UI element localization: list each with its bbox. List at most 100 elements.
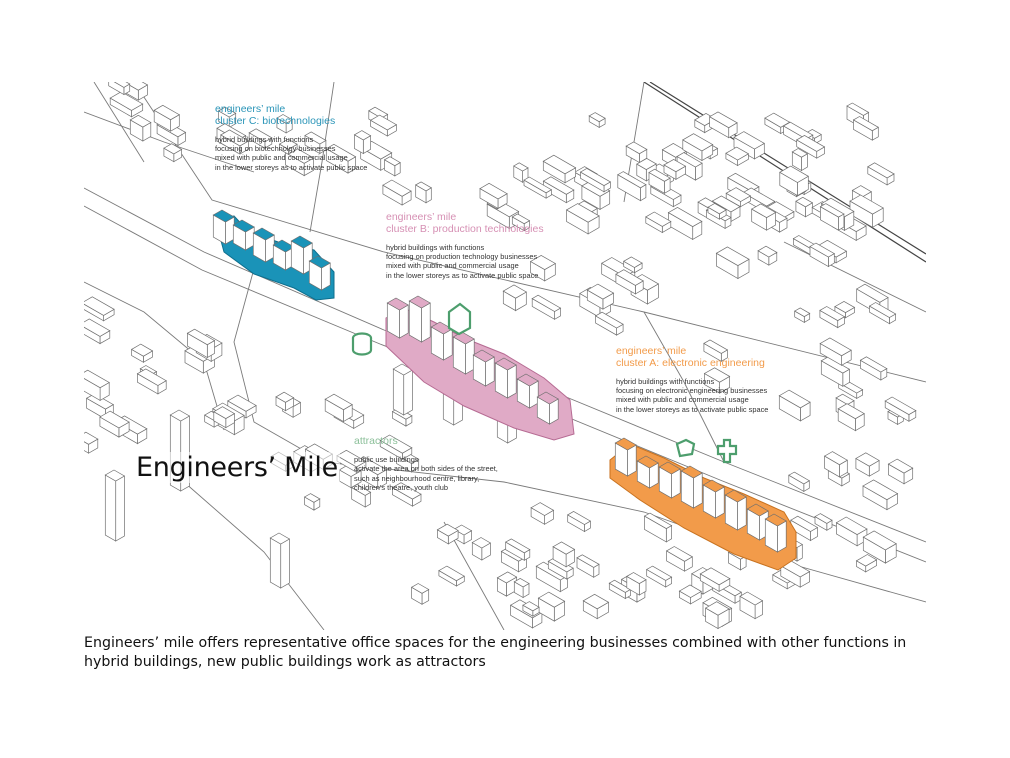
cluster-a-desc-line: focusing on electronic engineering busin… <box>616 385 768 395</box>
tower-roof <box>104 469 126 482</box>
context-block-roof <box>496 571 518 584</box>
context-block-roof <box>739 591 764 606</box>
tower-wall <box>403 369 413 416</box>
context-block-roof <box>750 203 777 219</box>
context-block-roof <box>383 156 401 167</box>
cluster-a-desc-line: in the lower storeys as to activate publ… <box>616 404 769 414</box>
context-block-roof <box>130 343 154 357</box>
cluster-a-block-roof <box>636 455 659 469</box>
cluster-c-desc-line: focusing on biotechnolgy businesses <box>215 143 336 153</box>
cluster-b-desc-line: in the lower storeys as to activate publ… <box>386 270 539 280</box>
cluster-c-desc-line: mixed with public and commercial usage <box>215 153 348 163</box>
context-block-roof <box>703 367 731 383</box>
context-block-roof <box>643 512 673 530</box>
tower-wall <box>269 537 282 589</box>
context-block-roof <box>625 141 648 155</box>
cluster-c-block-roof <box>308 255 331 269</box>
cluster-b-block-roof <box>408 295 431 309</box>
cluster-a-block-roof <box>680 465 703 479</box>
road-northwest <box>84 111 255 173</box>
context-block-roof <box>582 593 610 610</box>
context-block-roof <box>84 431 99 445</box>
attractor-round-side <box>351 338 373 356</box>
cluster-b-block-roof <box>494 357 517 371</box>
context-block-roof <box>523 176 553 194</box>
context-block-roof <box>665 546 693 562</box>
context-block-roof <box>594 311 624 329</box>
context-block-roof <box>276 114 293 124</box>
context-block-roof <box>542 176 575 195</box>
axonometric-site-map: engineers’ mile cluster C: biotechnologi… <box>84 82 926 630</box>
context-block-roof <box>410 583 430 594</box>
attractors-desc-line: public use buildings <box>354 454 419 464</box>
road-north-spur <box>309 82 335 233</box>
context-block-roof <box>99 410 130 429</box>
cluster-b-block-roof <box>516 373 539 387</box>
context-block-roof <box>795 134 826 152</box>
attractor-round-building <box>351 332 373 356</box>
context-block-roof <box>809 242 836 258</box>
context-block-roof <box>835 516 868 536</box>
cluster-c-desc-line: hybrid buildings with functions <box>215 134 314 144</box>
context-block-roof <box>663 158 687 173</box>
cluster-b-desc-line: focusing on production technology busine… <box>386 251 538 261</box>
context-block-roof <box>453 524 473 536</box>
context-block-roof <box>278 138 298 150</box>
context-block-roof <box>382 179 412 197</box>
road-corner <box>93 82 145 163</box>
context-block-roof <box>588 112 606 123</box>
context-block-roof <box>379 434 413 454</box>
cluster-c-block-roof <box>252 227 275 241</box>
context-block-roof <box>522 601 540 612</box>
cluster-c-label: engineers’ mile cluster C: biotechnologi… <box>215 103 367 172</box>
context-block-roof <box>699 567 731 586</box>
context-block-roof <box>84 369 110 389</box>
context-block-roof <box>414 181 432 192</box>
context-block-roof <box>576 554 600 568</box>
context-block-roof <box>369 114 398 131</box>
road-northeast <box>783 241 926 313</box>
context-block-roof <box>667 206 703 228</box>
page-title: Engineers’ Mile <box>134 452 340 483</box>
context-block-roof <box>248 128 273 143</box>
attractor-buildings <box>351 302 738 464</box>
context-block-roof <box>626 572 647 585</box>
context-block-roof <box>867 162 895 179</box>
context-block-roof <box>586 283 615 300</box>
cluster-b-block-wall <box>507 364 517 399</box>
attractor-pentagon-building <box>675 438 696 458</box>
cluster-b-title-line2: cluster B: production technologies <box>386 222 544 235</box>
attractor-cross-building <box>716 438 738 464</box>
context-block-roof <box>859 356 888 373</box>
cluster-c-block-roof <box>232 219 255 233</box>
context-block-roof <box>530 502 555 516</box>
cluster-c-block-roof <box>212 209 235 223</box>
cluster-c-block-roof <box>272 239 295 253</box>
context-block-roof <box>124 82 149 91</box>
context-block-roof <box>703 339 729 354</box>
context-block-roof <box>163 143 183 155</box>
context-block-roof <box>855 554 878 567</box>
context-block-roof <box>275 391 295 403</box>
cluster-b-block-wall <box>465 338 475 375</box>
cluster-c-title-line2: cluster C: biotechnologies <box>215 114 336 127</box>
context-block-roof <box>529 254 557 271</box>
context-block-roof <box>552 541 576 555</box>
cluster-a-label: engineers’ mile cluster A: electronic en… <box>616 345 769 414</box>
context-block-roof <box>764 112 791 128</box>
context-block-roof <box>819 203 845 218</box>
context-block-roof <box>537 591 566 608</box>
attractors-desc-line: such as neighbourhood centre, library, <box>354 473 480 483</box>
cluster-a-block-roof <box>658 461 681 475</box>
context-block-roof <box>868 302 897 318</box>
cluster-b-block-wall <box>421 302 431 343</box>
tower-wall <box>280 538 290 589</box>
context-block-roof <box>856 283 889 303</box>
cluster-b-block-roof <box>452 331 475 345</box>
attractor-cube-building <box>447 302 472 336</box>
context-block-roof <box>819 337 852 357</box>
context-block-roof <box>791 148 809 158</box>
cluster-b-production-technologies-buildings <box>385 295 575 441</box>
context-block-roof <box>471 537 492 549</box>
tower-wall <box>104 474 117 542</box>
